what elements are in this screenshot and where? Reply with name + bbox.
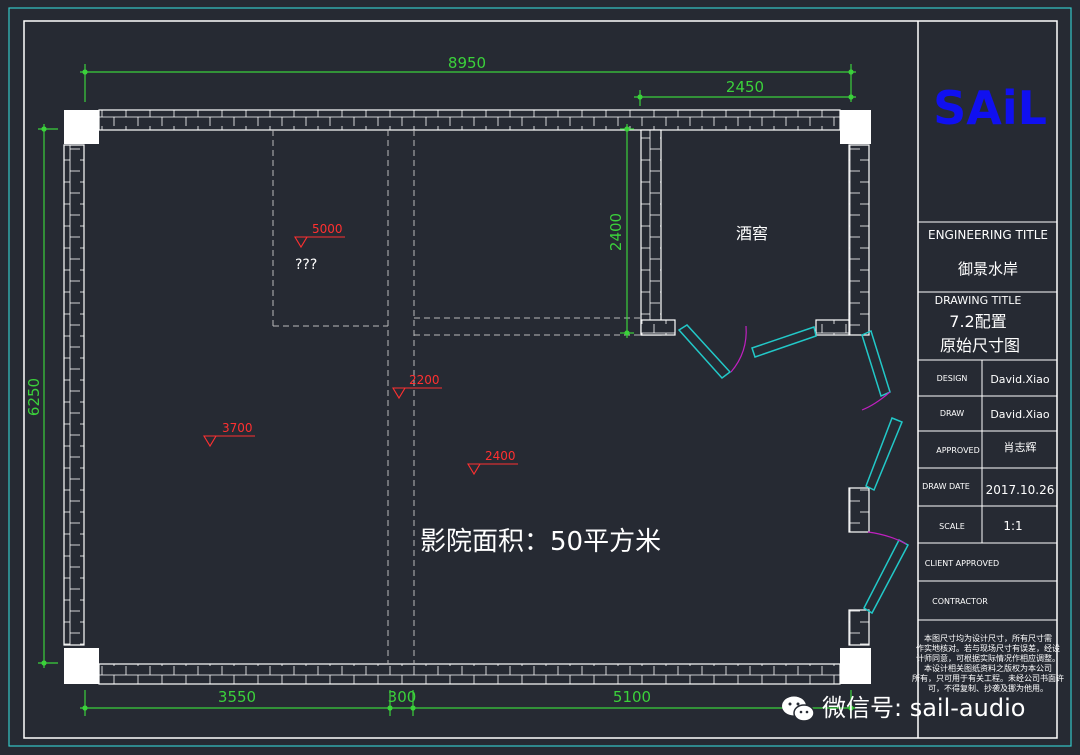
wechat-icon: [782, 696, 815, 722]
cellar-door-swing: [730, 325, 747, 373]
design-value: David.Xiao: [990, 373, 1050, 386]
cellar-wall: [640, 129, 662, 336]
column-top-right: [840, 110, 871, 144]
cellar-door-right: [751, 326, 817, 358]
wechat-watermark: 微信号: sail-audio: [780, 688, 1070, 728]
scale-value: 1:1: [1003, 519, 1022, 533]
title-block-notes: 本图尺寸均为设计尺寸，所有尺寸需 作实地核对。若与现场尺寸有误差，经设 计师同意…: [912, 633, 1064, 693]
entry-door-swing-2: [867, 531, 907, 545]
level-marker-1: [294, 236, 345, 249]
level-value-3: 3700: [222, 421, 253, 435]
top-wall: [98, 109, 841, 131]
scale-label: SCALE: [939, 522, 965, 531]
room-label-cellar: 酒窖: [736, 224, 768, 243]
bottom-wall: [98, 663, 841, 685]
title-block-lines: [918, 221, 1057, 621]
drawing-title-line2: 原始尺寸图: [940, 336, 1020, 355]
note-line: 作实地核对。若与现场尺寸有误差，经设: [916, 643, 1060, 653]
draw-label: DRAW: [940, 409, 964, 418]
right-wall-lower: [848, 609, 870, 646]
dim-bottom-mid: 300: [388, 688, 417, 706]
level-marks: [203, 236, 518, 476]
draw-value: David.Xiao: [990, 408, 1050, 421]
level-marker-4: [467, 463, 518, 476]
client-approved-label: CLIENT APPROVED: [925, 559, 999, 568]
entry-door-3: [863, 538, 910, 615]
level-value-1: 5000: [312, 222, 343, 236]
level-marker-3: [203, 435, 255, 448]
column-top-left: [64, 110, 99, 144]
note-line: 所有，只可用于有关工程。未经公司书面许: [912, 673, 1064, 683]
level-value-2: 2200: [409, 373, 440, 387]
watermark-text: 微信号: sail-audio: [822, 694, 1026, 722]
drawing-title-label: DRAWING TITLE: [935, 294, 1022, 307]
entry-door-swing-1: [861, 391, 891, 411]
cellar-wall-stub-right: [815, 319, 850, 336]
right-wall-middle: [848, 487, 870, 533]
sail-logo: SAiL: [933, 81, 1047, 135]
date-value: 2017.10.26: [986, 483, 1055, 497]
unknown-label: ???: [295, 257, 317, 273]
entry-door-2: [865, 417, 903, 492]
left-wall: [63, 144, 85, 646]
note-line: 计师同意，可根据实际情况作相应调整。: [916, 653, 1060, 663]
outer-border: [8, 7, 1072, 747]
project-name: 御景水岸: [958, 260, 1018, 278]
design-label: DESIGN: [937, 374, 968, 383]
column-bottom-right: [840, 648, 871, 684]
column-bottom-left: [64, 648, 99, 684]
walls: [63, 109, 870, 685]
note-line: 可，不得复制、抄袭及挪为他用。: [928, 683, 1048, 693]
cellar-door-left: [677, 324, 732, 380]
dim-total-height: 6250: [25, 378, 43, 416]
hidden-lines: [272, 130, 641, 664]
dim-cellar-width: 2450: [726, 78, 764, 96]
doors: [677, 324, 910, 615]
approved-label: APPROVED: [936, 446, 980, 455]
right-wall-upper: [848, 144, 870, 336]
area-text: 影院面积：50平方米: [420, 527, 661, 557]
entry-door-1: [861, 329, 891, 398]
corner-columns: [64, 110, 871, 684]
dim-bottom-left: 3550: [218, 688, 256, 706]
note-line: 本图尺寸均为设计尺寸，所有尺寸需: [924, 633, 1052, 643]
inner-border: [23, 20, 1058, 739]
level-marker-2: [392, 387, 442, 400]
dimension-lines: [38, 64, 856, 716]
door-swings: [730, 325, 907, 545]
drawing-title-line1: 7.2配置: [949, 312, 1006, 331]
date-label: DRAW DATE: [922, 482, 970, 491]
note-line: 本设计相关图纸资料之版权为本公司: [924, 663, 1052, 673]
contractor-label: CONTRACTOR: [932, 597, 988, 606]
dim-bottom-right: 5100: [613, 688, 651, 706]
dim-cellar-height: 2400: [607, 213, 625, 251]
engineering-title-label: ENGINEERING TITLE: [928, 228, 1048, 242]
level-value-4: 2400: [485, 449, 516, 463]
cellar-wall-stub-left: [640, 319, 676, 336]
approved-value: 肖志辉: [1004, 440, 1037, 454]
dim-total-width: 8950: [448, 54, 486, 72]
